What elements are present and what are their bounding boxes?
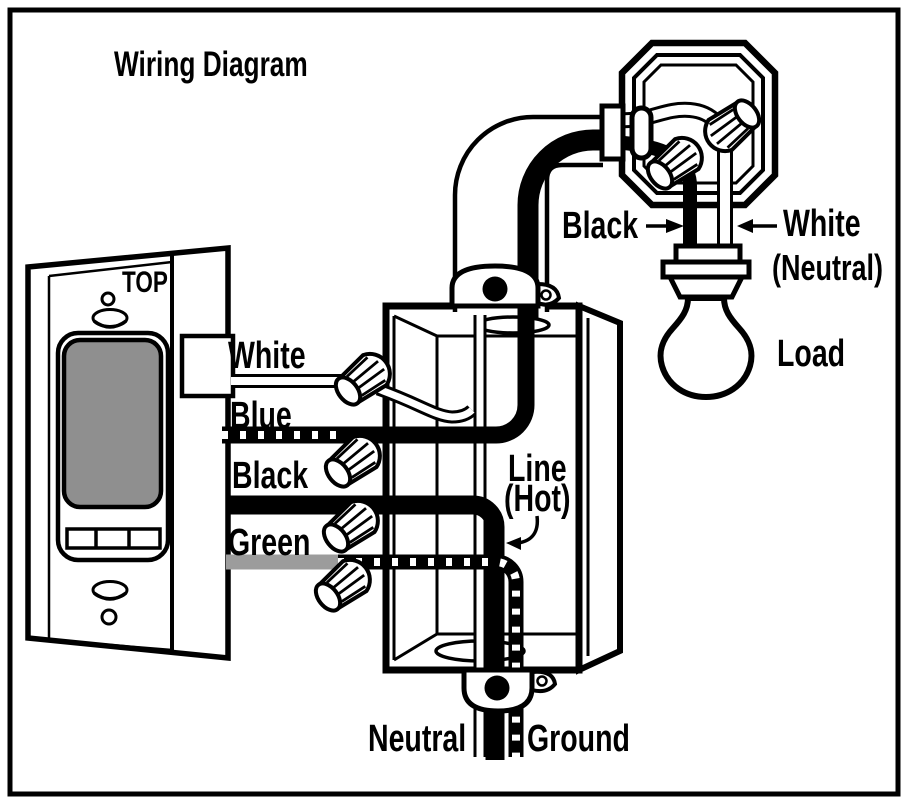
wall-box-interior-lines — [392, 314, 576, 662]
nm-cable — [452, 114, 630, 318]
cable-black-conductor — [517, 129, 630, 318]
lamp-socket — [660, 243, 752, 300]
white-arrow-head — [737, 219, 753, 233]
cable-connector — [599, 103, 626, 162]
label-green-wire: Green — [228, 522, 311, 564]
wall-box-side-face — [576, 301, 623, 675]
switch-button-dividers — [94, 529, 131, 548]
diagram-title: Wiring Diagram — [114, 45, 308, 84]
mounting-hole-top — [100, 291, 116, 307]
white-wire-curve — [376, 385, 475, 421]
line-hot-arrow-curve — [517, 515, 540, 545]
switch-top-label: TOP — [122, 266, 168, 299]
cable-clamp-bottom — [461, 667, 558, 714]
line-hot-arrow-head — [506, 537, 521, 550]
clamp-screw-bottom — [484, 675, 510, 701]
wire-exit-notch — [179, 333, 236, 399]
wall-box-top-knockout — [475, 315, 551, 335]
ground-wire — [338, 554, 524, 757]
label-fixture-neutral: (Neutral) — [772, 247, 884, 288]
screw-top-lip — [92, 319, 128, 329]
cable-clamp-top — [449, 263, 562, 309]
screw-bottom-lip — [92, 591, 128, 601]
socket-shell — [665, 274, 747, 300]
switch-rocker[interactable] — [61, 337, 164, 510]
faceplate-bevel — [47, 260, 173, 652]
label-fixture-black: Black — [562, 205, 639, 247]
line-hot-arrow — [506, 515, 540, 550]
label-hot: (Hot) — [504, 478, 571, 520]
fixture-arrows — [646, 219, 777, 233]
label-fixture-white: White — [783, 203, 861, 245]
wall-switch — [25, 244, 236, 662]
clamp-screw-top — [482, 276, 508, 302]
light-bulb — [657, 295, 755, 401]
black-arrow-head — [666, 219, 684, 233]
label-ground: Ground — [527, 718, 630, 760]
cable-sheath-flap — [629, 105, 654, 161]
clamp-hook-bottom-hole — [536, 675, 548, 687]
mounting-hole-bottom — [100, 608, 118, 626]
label-neutral: Neutral — [368, 718, 467, 760]
label-blue-wire: Blue — [230, 395, 292, 437]
page-border — [7, 7, 901, 797]
switch-button-row[interactable] — [65, 527, 162, 550]
clamp-hook-top-hole — [540, 289, 552, 301]
label-line: Line — [508, 448, 567, 490]
blue-wire — [222, 316, 535, 444]
label-load: Load — [777, 333, 846, 375]
label-black-wire: Black — [232, 455, 309, 497]
label-white-wire: White — [228, 335, 306, 377]
black-line-hot-wire — [228, 495, 505, 760]
cable-sheath-outer-edge — [452, 114, 603, 312]
